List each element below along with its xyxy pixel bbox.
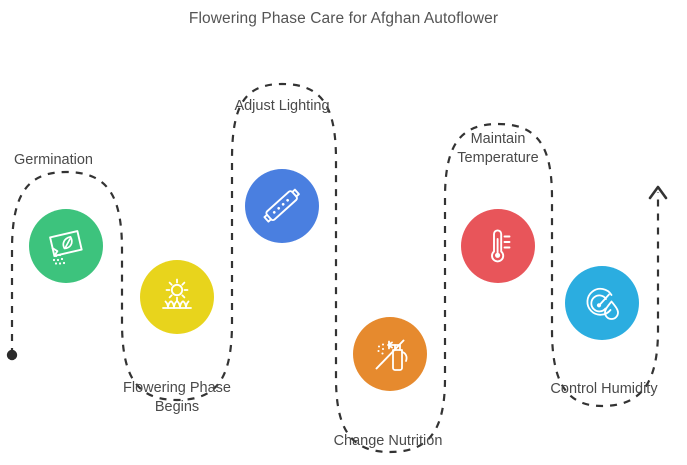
step-node-adjust-lighting[interactable] [245, 169, 319, 243]
page-title: Flowering Phase Care for Afghan Autoflow… [188, 10, 499, 27]
sun-sprouts-icon [155, 275, 199, 319]
step-node-maintain-temperature[interactable] [461, 209, 535, 283]
humidity-gauge-droplet-icon [580, 281, 624, 325]
seed-packet-leaf-icon [45, 225, 87, 267]
step-node-change-nutrition[interactable] [353, 317, 427, 391]
step-label-adjust-lighting: Adjust Lighting [234, 98, 330, 114]
step-label-control-humidity: Control Humidity [550, 381, 658, 397]
path-start-dot [6, 349, 18, 361]
thermometer-icon [477, 225, 519, 267]
grow-light-bar-icon [259, 183, 305, 229]
step-node-control-humidity[interactable] [565, 266, 639, 340]
step-node-flowering-phase-begins[interactable] [140, 260, 214, 334]
step-node-germination[interactable] [29, 209, 103, 283]
step-label-maintain-temperature: Maintain Temperature [457, 131, 539, 166]
step-label-change-nutrition: Change Nutrition [333, 433, 443, 449]
step-label-germination: Germination [14, 152, 93, 168]
path-end-arrow-icon [648, 185, 668, 200]
step-label-flowering-phase-begins: Flowering Phase Begins [123, 380, 231, 415]
spray-bottle-no-icon [368, 332, 412, 376]
